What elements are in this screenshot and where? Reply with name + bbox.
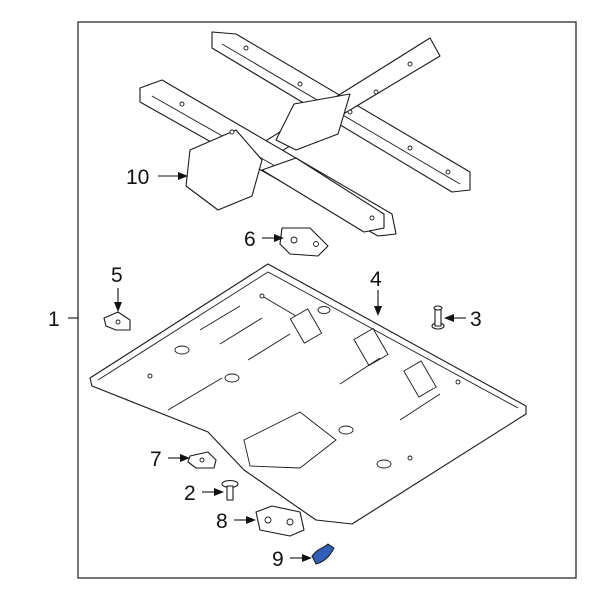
highlighted-bracket-part-9 bbox=[311, 543, 335, 565]
callout-5: 5 bbox=[111, 264, 123, 287]
crossmember-frame-part bbox=[139, 31, 471, 237]
bracket-part-6 bbox=[279, 227, 329, 257]
mount-bracket-part-8 bbox=[255, 505, 305, 537]
callout-labels: 1 2 3 4 5 6 7 8 9 10 bbox=[48, 166, 482, 571]
callout-9: 9 bbox=[272, 548, 284, 571]
callout-10: 10 bbox=[126, 166, 149, 189]
callout-1: 1 bbox=[48, 308, 60, 331]
floor-pan-part bbox=[89, 263, 527, 525]
clip-part-5 bbox=[103, 311, 131, 331]
callout-6: 6 bbox=[244, 228, 256, 251]
bolt-part-2 bbox=[221, 479, 239, 501]
callout-3: 3 bbox=[470, 308, 482, 331]
callout-4: 4 bbox=[370, 268, 382, 291]
callout-2: 2 bbox=[184, 482, 196, 505]
assembly-frame bbox=[77, 21, 577, 579]
leader-lines bbox=[68, 172, 466, 562]
callout-8: 8 bbox=[216, 510, 228, 533]
callout-7: 7 bbox=[150, 448, 162, 471]
push-pin-part-3 bbox=[431, 305, 445, 330]
bracket-part-7 bbox=[187, 451, 217, 469]
